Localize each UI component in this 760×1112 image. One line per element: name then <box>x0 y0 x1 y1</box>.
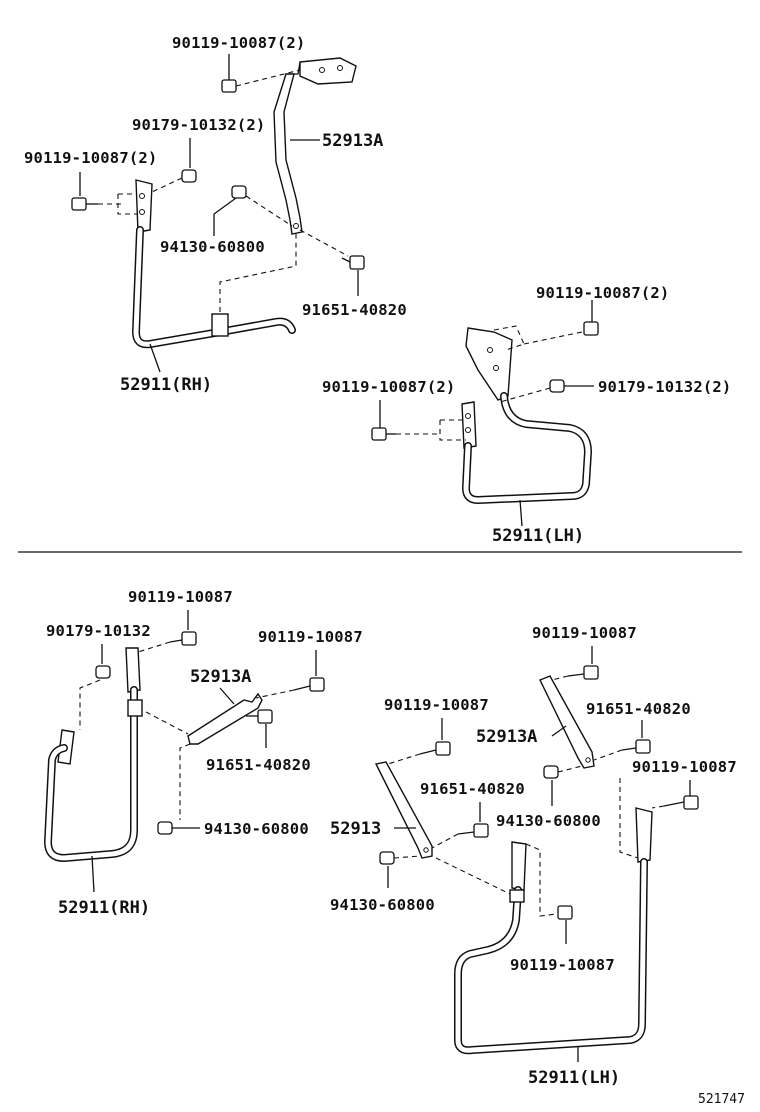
label-pipe-rh-top: 52911(RH) <box>120 375 212 395</box>
brace-52913a-lh-bottom <box>539 675 595 769</box>
bolt-icon <box>567 665 599 680</box>
pipe-52911-rh-top <box>132 179 296 349</box>
pipe-52911-lh-bottom <box>454 807 653 1055</box>
label-nut-low-rh-b: 94130-60800 <box>204 820 309 838</box>
label-bolt-upper-lh: 90119-10087(2) <box>536 284 669 302</box>
label-nut-rh-b: 90179-10132 <box>46 622 151 640</box>
bolt-icon <box>557 905 573 920</box>
bolt-icon <box>457 823 489 838</box>
nut-icon <box>549 379 565 393</box>
label-bolt-low-lh-b: 90119-10087 <box>510 956 615 974</box>
bolt-icon <box>246 709 273 724</box>
bolt-icon <box>221 69 301 93</box>
pipe-52911-rh-bottom <box>44 647 143 862</box>
nut-icon <box>379 851 395 865</box>
label-bolt-left-rh: 90119-10087(2) <box>24 149 157 167</box>
bolt-icon <box>419 741 451 756</box>
bolt-icon <box>663 795 699 810</box>
bolt-icon <box>341 255 365 270</box>
label-bolt-top-lh-b: 90119-10087 <box>532 624 637 642</box>
label-nut-mid-rh: 94130-60800 <box>160 238 265 256</box>
brace-52913-lh-bottom <box>374 761 433 859</box>
nut-icon <box>95 665 111 679</box>
bolt-icon <box>71 197 98 211</box>
label-brace-a-lh-b: 52913A <box>476 727 537 747</box>
label-bolt-top-rh-b: 90119-10087 <box>128 588 233 606</box>
brace-52913a-top <box>273 57 357 235</box>
bolt-icon <box>293 677 325 692</box>
label-brace-52913a: 52913A <box>322 131 383 151</box>
bolt-icon <box>169 631 197 646</box>
label-bolt-mid-rh-b: 91651-40820 <box>206 756 311 774</box>
label-bolt-mid-a-lh-b: 91651-40820 <box>586 700 691 718</box>
label-bolt-right-lh-b: 90119-10087 <box>632 758 737 776</box>
label-bolt-left-lh: 90119-10087(2) <box>322 378 455 396</box>
label-pipe-rh-b: 52911(RH) <box>58 898 150 918</box>
nut-icon <box>543 765 559 779</box>
label-nut-mid-lh-b: 94130-60800 <box>496 812 601 830</box>
label-bolt-right-rh-b: 90119-10087 <box>258 628 363 646</box>
label-nut-low-lh-b: 94130-60800 <box>330 896 435 914</box>
bolt-icon <box>583 321 599 336</box>
bolt-icon <box>621 739 651 754</box>
label-bolt-mid-b-lh-b: 91651-40820 <box>420 780 525 798</box>
label-bolt-left-lh-b: 90119-10087 <box>384 696 489 714</box>
figure-code: 521747 <box>698 1092 745 1107</box>
bolt-icon <box>371 427 396 441</box>
nut-icon <box>181 169 197 183</box>
nut-icon <box>157 821 173 835</box>
label-brace-lh-b: 52913 <box>330 819 381 839</box>
label-pipe-lh-b: 52911(LH) <box>528 1068 620 1088</box>
label-bolt-top-rh: 90119-10087(2) <box>172 34 305 52</box>
label-nut-lh-top: 90179-10132(2) <box>598 378 731 396</box>
label-brace-a-rh-b: 52913A <box>190 667 251 687</box>
label-nut-top-rh: 90179-10132(2) <box>132 116 265 134</box>
pipe-52911-lh-top <box>461 327 592 504</box>
nut-icon <box>231 185 247 199</box>
brace-52913a-rh-bottom <box>187 692 263 745</box>
label-bolt-mid-rh: 91651-40820 <box>302 301 407 319</box>
label-pipe-lh-top: 52911(LH) <box>492 526 584 546</box>
